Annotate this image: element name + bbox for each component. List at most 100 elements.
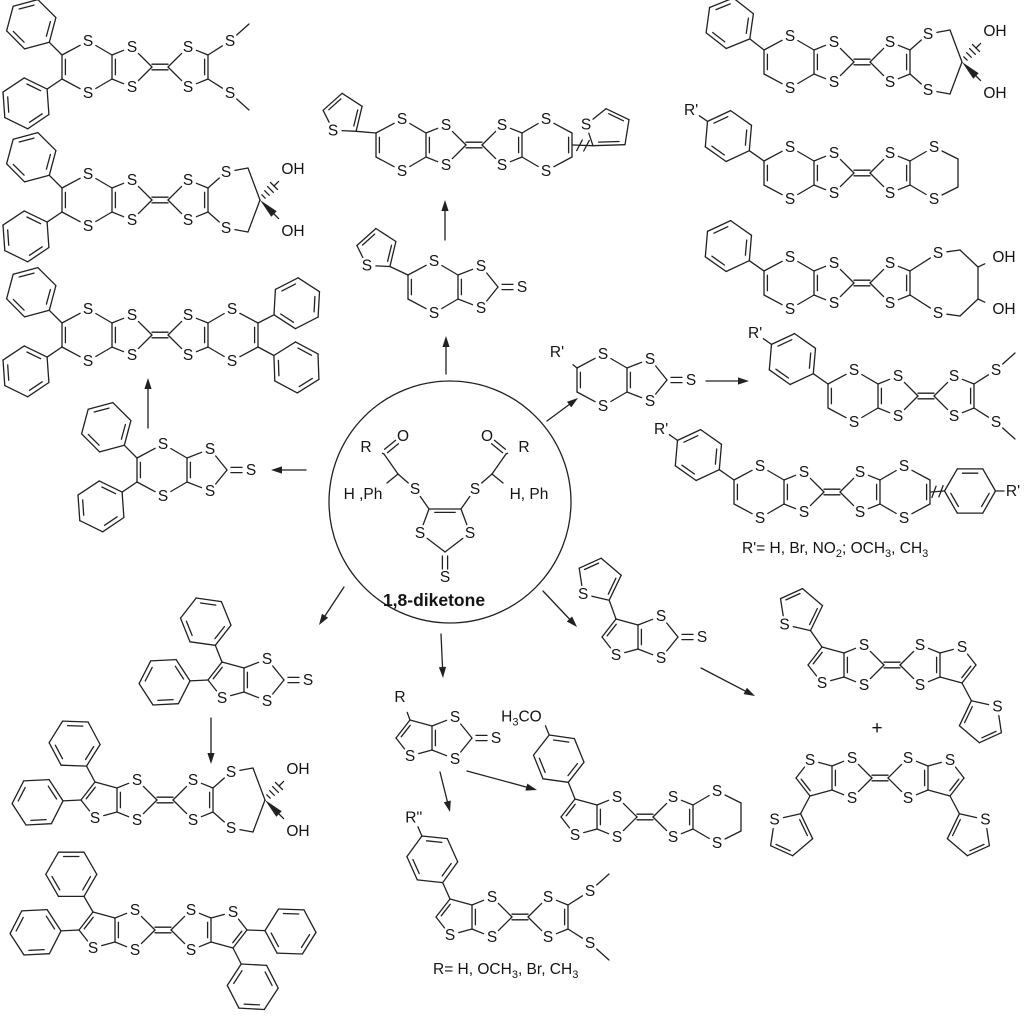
atom-label: S [712, 783, 722, 800]
atom-label: S [188, 772, 198, 789]
atom-label: S [933, 305, 943, 322]
arrow-thieno-thione-to-diol [207, 717, 215, 764]
atom-label: S [262, 651, 272, 668]
arrow-circle-to-diphenyl-thione [271, 466, 307, 474]
legend-r: R= H, OCH3, Br, CH3 [433, 961, 578, 981]
atom-label: S [127, 39, 137, 56]
atom-label: S [186, 942, 196, 959]
atom-label: S [885, 255, 895, 272]
atom-label: S [755, 510, 765, 527]
atom-label: S [83, 33, 93, 50]
atom-label: S [785, 80, 795, 97]
atom-label: S [83, 353, 93, 370]
atom-label: S [668, 789, 678, 806]
atom-label: OH [286, 823, 309, 840]
substituent-label: R [518, 439, 529, 456]
arrow-circle-to-rprime-thione [546, 398, 578, 422]
atom-label: S [949, 408, 959, 425]
atom-label: S [487, 889, 497, 906]
atom-label: S [83, 301, 93, 318]
atom-label: S [929, 191, 939, 208]
atom-label: OH [286, 761, 309, 778]
atom-label: S [543, 889, 553, 906]
atom-label: S [227, 353, 237, 370]
atom-label: S [226, 764, 236, 781]
arrow-circle-to-thienyl-thione [442, 336, 450, 375]
atom-label: S [127, 212, 137, 229]
arrow-thienylthione-to-products [700, 667, 755, 696]
atom-label: S [829, 145, 839, 162]
substituent-label: R' [654, 421, 668, 438]
atom-label: S [127, 347, 137, 364]
substituent-label: R' [684, 102, 698, 119]
atom-label: S [570, 827, 580, 844]
atom-label: S [849, 362, 859, 379]
atom-label: S [785, 191, 795, 208]
atom-label: S [612, 789, 622, 806]
arrow-rprime-thione-to-product [705, 377, 749, 385]
legend-r-prime: R'= H, Br, NO2; OCH3, CH3 [742, 540, 928, 560]
atom-label: S [410, 481, 420, 498]
atom-label: S [829, 74, 839, 91]
atom-label: S [183, 172, 193, 189]
atom-label: S [465, 525, 475, 542]
atom-label: S [712, 835, 722, 852]
atom-label: OH [992, 301, 1015, 318]
atom-label: S [829, 255, 839, 272]
atom-label: S [83, 85, 93, 102]
atom-label: S [132, 772, 142, 789]
atom-label: S [668, 829, 678, 846]
reactant-circle [328, 380, 572, 624]
atom-label: S [945, 752, 955, 769]
atom-label: S [855, 464, 865, 481]
atom-label: S [656, 608, 666, 625]
atom-label: S [127, 307, 137, 324]
atom-label: S [158, 436, 168, 453]
atom-label: S [543, 929, 553, 946]
atom-label: S [885, 295, 895, 312]
atom-label: S [303, 672, 313, 689]
atom-label: S [829, 34, 839, 51]
atom-label: S [221, 220, 231, 237]
atom-label: S [440, 569, 450, 586]
atom-label: S [903, 790, 913, 807]
atom-label: S [90, 810, 100, 827]
atom-label: S [893, 408, 903, 425]
atom-label: S [949, 368, 959, 385]
atom-label: S [929, 139, 939, 156]
atom-label: S [188, 812, 198, 829]
atom-label: S [183, 347, 193, 364]
atom-label: S [226, 820, 236, 837]
atom-label: S [183, 79, 193, 96]
atom-label: S [397, 163, 407, 180]
atom-label: S [915, 637, 925, 654]
atom-label: OH [281, 161, 304, 178]
atom-label: S [980, 812, 990, 829]
atom-label: S [957, 639, 967, 656]
atom-label: S [217, 690, 227, 707]
atom-label: S [847, 750, 857, 767]
atom-label: O [481, 428, 493, 445]
atom-label: S [785, 301, 795, 318]
atom-label: S [991, 362, 1001, 379]
atom-label: S [799, 504, 809, 521]
arrow-r-thione-to-anisyl-product [466, 770, 537, 791]
atom-label: S [899, 510, 909, 527]
atom-label: S [785, 28, 795, 45]
atom-label: S [899, 458, 909, 475]
